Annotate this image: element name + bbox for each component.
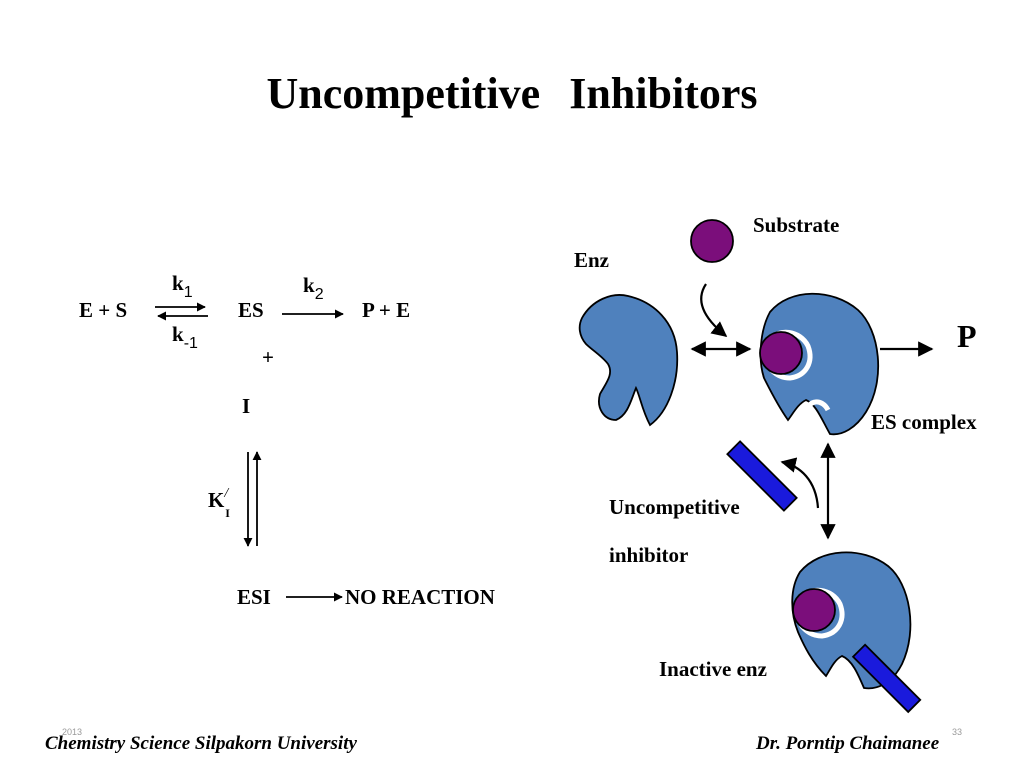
inactive-enz-label: Inactive enz — [659, 657, 767, 681]
product-label: P — [957, 318, 977, 354]
inhibitor-label: inhibitor — [609, 543, 689, 567]
plus-sign: + — [262, 345, 274, 369]
inactive-bound-substrate — [792, 588, 836, 632]
es-complex-label: ES complex — [871, 410, 977, 434]
ki-prime: / — [224, 486, 229, 501]
k2-base: k — [303, 273, 315, 297]
bound-inhibitor-molecule — [851, 643, 922, 714]
k1-subscript: 1 — [183, 284, 193, 301]
no-reaction-label: NO REACTION — [345, 585, 495, 609]
footer-institution: Chemistry Science Silpakorn University — [45, 733, 357, 754]
footer-author: Dr. Porntip Chaimanee — [756, 733, 940, 754]
esi-complex: ESI — [237, 585, 271, 609]
rate-constant-k2: k2 — [303, 273, 324, 304]
uncompetitive-inhibitor-molecule — [726, 440, 798, 512]
slide-number: 33 — [952, 727, 963, 737]
inhibitor-binding-arrow — [780, 457, 820, 509]
enz-label: Enz — [574, 248, 610, 272]
k2-subscript: 2 — [314, 286, 324, 303]
rate-constant-k1: k1 — [172, 271, 193, 302]
substrate-binding-arrow — [700, 283, 728, 337]
substrate-label: Substrate — [753, 213, 840, 237]
page-title: Uncompetitive Inhibitors — [266, 69, 758, 118]
es-complex-notch — [803, 399, 831, 413]
inhibitor-symbol: I — [242, 394, 251, 418]
k1-base: k — [172, 271, 184, 295]
es-complex-enzyme-shape — [759, 292, 879, 436]
ki-subscript: I — [225, 506, 230, 520]
enzyme-plus-substrate: E + S — [79, 298, 128, 322]
rate-constant-k-1: k-1 — [172, 322, 198, 353]
ki-base: K — [208, 488, 225, 512]
footer-year: 2013 — [62, 727, 83, 737]
k-1-base: k — [172, 322, 184, 346]
bound-substrate-molecule — [759, 331, 803, 375]
product-plus-enzyme: P + E — [362, 298, 411, 322]
uncompetitive-label: Uncompetitive — [609, 495, 740, 519]
inactive-enzyme-shape — [791, 551, 912, 690]
inhibition-constant-ki: K/ I — [208, 486, 230, 521]
k-1-subscript: -1 — [183, 335, 198, 352]
es-complex: ES — [238, 298, 264, 322]
substrate-molecule — [690, 219, 734, 263]
free-enzyme-shape — [578, 294, 679, 427]
